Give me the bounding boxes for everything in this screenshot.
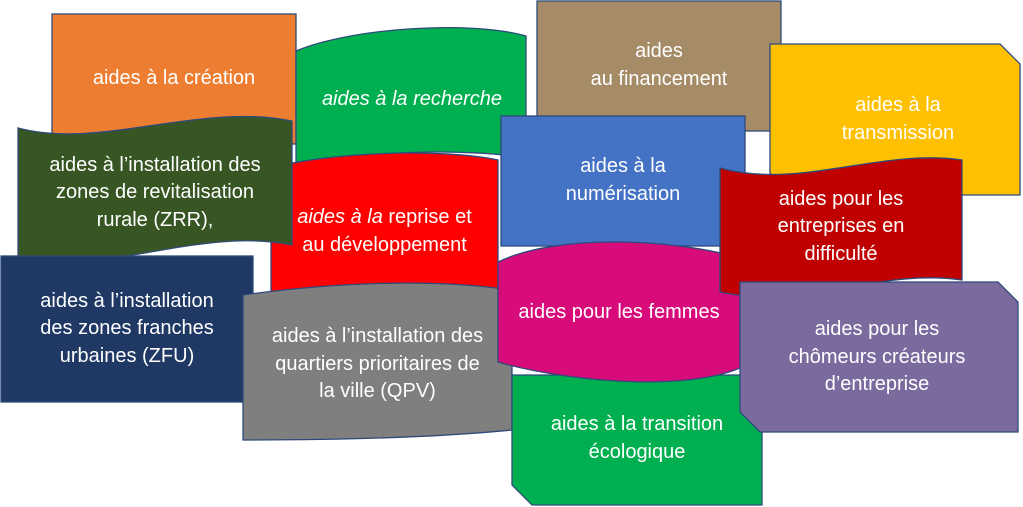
reprise-line-1: aides à la reprise et xyxy=(297,204,472,232)
financement-line-1: aides xyxy=(635,40,683,63)
zfu-label: aides à l’installation des zones franche… xyxy=(1,256,253,402)
ecologique-label: aides à la transition écologique xyxy=(512,380,762,498)
difficulte-line-2: entreprises en xyxy=(777,215,905,238)
chomeurs-label: aides pour les chômeurs créateurs d’entr… xyxy=(746,285,1008,430)
zfu-line-3: urbaines (ZFU) xyxy=(59,344,195,367)
chomeurs-line-3: d’entreprise xyxy=(824,373,930,396)
qpv-line-3: la ville (QPV) xyxy=(319,380,436,403)
chomeurs-line-1: aides pour les xyxy=(814,318,940,341)
zrr-line-1: aides à l’installation des xyxy=(49,153,261,176)
zrr-label: aides à l’installation des zones de revi… xyxy=(18,130,292,256)
transmission-shape[interactable] xyxy=(769,43,1021,196)
reprise-line-2: au développement xyxy=(302,234,467,256)
qpv-label: aides à l’installation des quartiers pri… xyxy=(243,292,512,437)
zrr-line-3: rurale (ZRR), xyxy=(96,208,214,231)
reprise-rest-part: reprise et xyxy=(382,206,472,229)
reprise-label: aides à la reprise et au développement xyxy=(271,164,498,300)
recherche-label: aides à la recherche xyxy=(298,40,526,160)
zfu-shape[interactable] xyxy=(0,255,254,403)
transmission-line-2: transmission xyxy=(841,122,955,144)
transmission-label: aides à la transmission xyxy=(780,50,1016,190)
creation-line-1: aides à la création xyxy=(92,67,256,90)
financement-label: aides au financement xyxy=(537,1,781,131)
femmes-line-1: aides pour les femmes xyxy=(518,300,720,323)
zfu-line-1: aides à l’installation xyxy=(40,289,214,312)
qpv-line-1: aides à l’installation des xyxy=(271,325,484,348)
reprise-italic-part: aides à la xyxy=(297,206,383,229)
numerisation-line-2: numérisation xyxy=(565,183,681,205)
femmes-label: aides pour les femmes xyxy=(498,250,740,375)
ecologique-line-2: écologique xyxy=(588,441,686,463)
ecologique-line-1: aides à la transition xyxy=(550,413,724,436)
recherche-line-1: aides à la recherche xyxy=(321,88,503,111)
transmission-line-1: aides à la xyxy=(855,94,941,117)
zfu-line-2: des zones franches xyxy=(40,317,214,340)
numerisation-line-1: aides à la xyxy=(580,155,666,178)
zrr-line-2: zones de revitalisation xyxy=(56,181,254,204)
difficulte-label: aides pour les entreprises en difficulté xyxy=(720,164,962,290)
difficulte-line-3: difficulté xyxy=(804,242,878,265)
difficulte-line-1: aides pour les xyxy=(778,187,904,210)
numerisation-label: aides à la numérisation xyxy=(501,116,745,246)
creation-label: aides à la création xyxy=(52,14,296,144)
chomeurs-shape[interactable] xyxy=(739,281,1019,433)
financement-shape[interactable] xyxy=(536,0,782,132)
financement-line-2: au financement xyxy=(590,68,728,90)
chomeurs-line-2: chômeurs créateurs xyxy=(788,345,966,368)
qpv-line-2: quartiers prioritaires de xyxy=(275,352,480,375)
